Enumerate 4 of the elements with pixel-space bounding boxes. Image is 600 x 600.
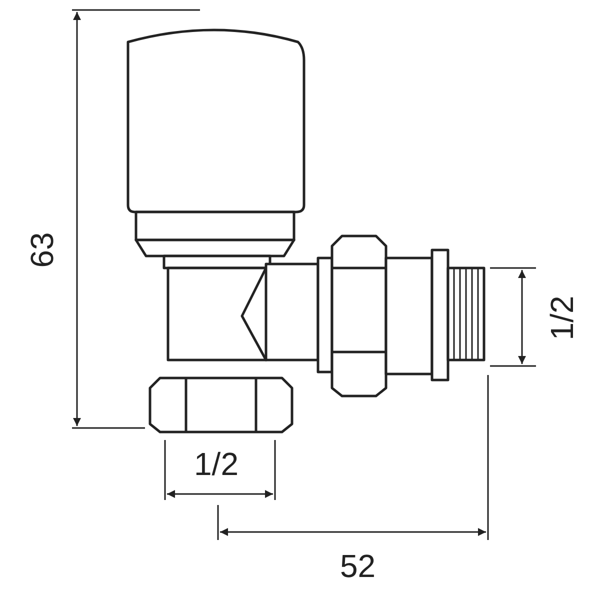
dimension-label: 63 <box>26 232 58 268</box>
dimension-label: 52 <box>340 550 376 582</box>
dimension-label: 1/2 <box>194 448 238 480</box>
dimension-label: 1/2 <box>546 296 578 340</box>
